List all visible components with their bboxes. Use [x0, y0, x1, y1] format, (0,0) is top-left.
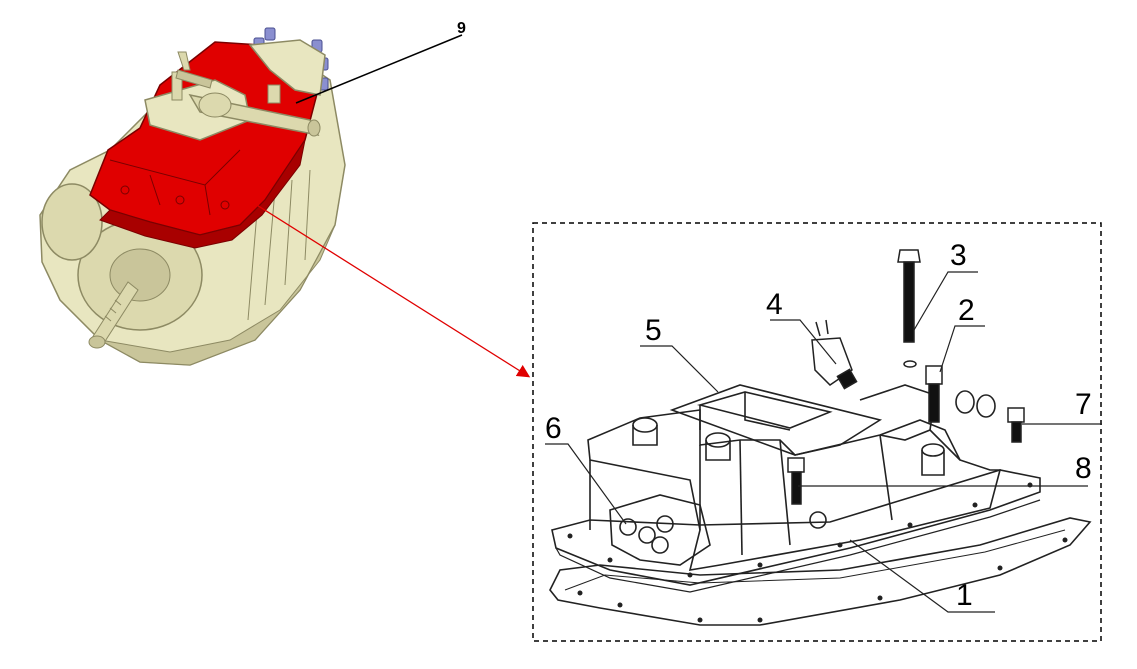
left-end-cap	[41, 183, 103, 261]
callout-9-label: 9	[457, 20, 466, 37]
callout-3-label: 3	[950, 239, 967, 272]
gearbox-assembly-illustration	[39, 27, 346, 366]
callout-8-label: 8	[1075, 452, 1092, 485]
detail-callout-labels: 1 2 3 4 5 6 7 8	[545, 239, 1092, 612]
middle-bolt	[787, 457, 805, 505]
shift-tower-box	[669, 384, 883, 456]
callout-7-label: 7	[1075, 388, 1092, 421]
top-rear-block	[248, 39, 326, 96]
output-shaft	[88, 281, 139, 349]
input-flange-inner	[109, 248, 171, 302]
callout-6-label: 6	[545, 412, 562, 445]
cover-body	[587, 409, 1002, 571]
right-bolt	[1007, 407, 1025, 443]
cover-detail-lines	[109, 149, 241, 216]
short-bolt	[903, 360, 943, 423]
detail-view-frame	[532, 222, 1102, 642]
cover-gasket	[549, 517, 1092, 626]
shift-cover-line-drawing	[549, 384, 1092, 626]
gearbox-housing-shade	[99, 224, 336, 366]
callout-9-leader-line	[295, 34, 463, 104]
callout-4-label: 4	[766, 288, 783, 321]
detail-parts	[787, 249, 1025, 505]
callout-5-label: 5	[645, 314, 662, 347]
flange-holes	[567, 482, 1068, 623]
shift-cover-shade	[99, 139, 306, 249]
shift-tower	[144, 51, 321, 141]
callout-2-label: 2	[958, 294, 975, 327]
detail-pointer-arrow	[224, 184, 531, 378]
detail-leader-lines	[545, 271, 1102, 613]
callout-1-label: 1	[956, 579, 973, 612]
long-bolt	[897, 249, 921, 343]
front-boss	[609, 494, 711, 566]
sensor-switch	[811, 319, 858, 390]
